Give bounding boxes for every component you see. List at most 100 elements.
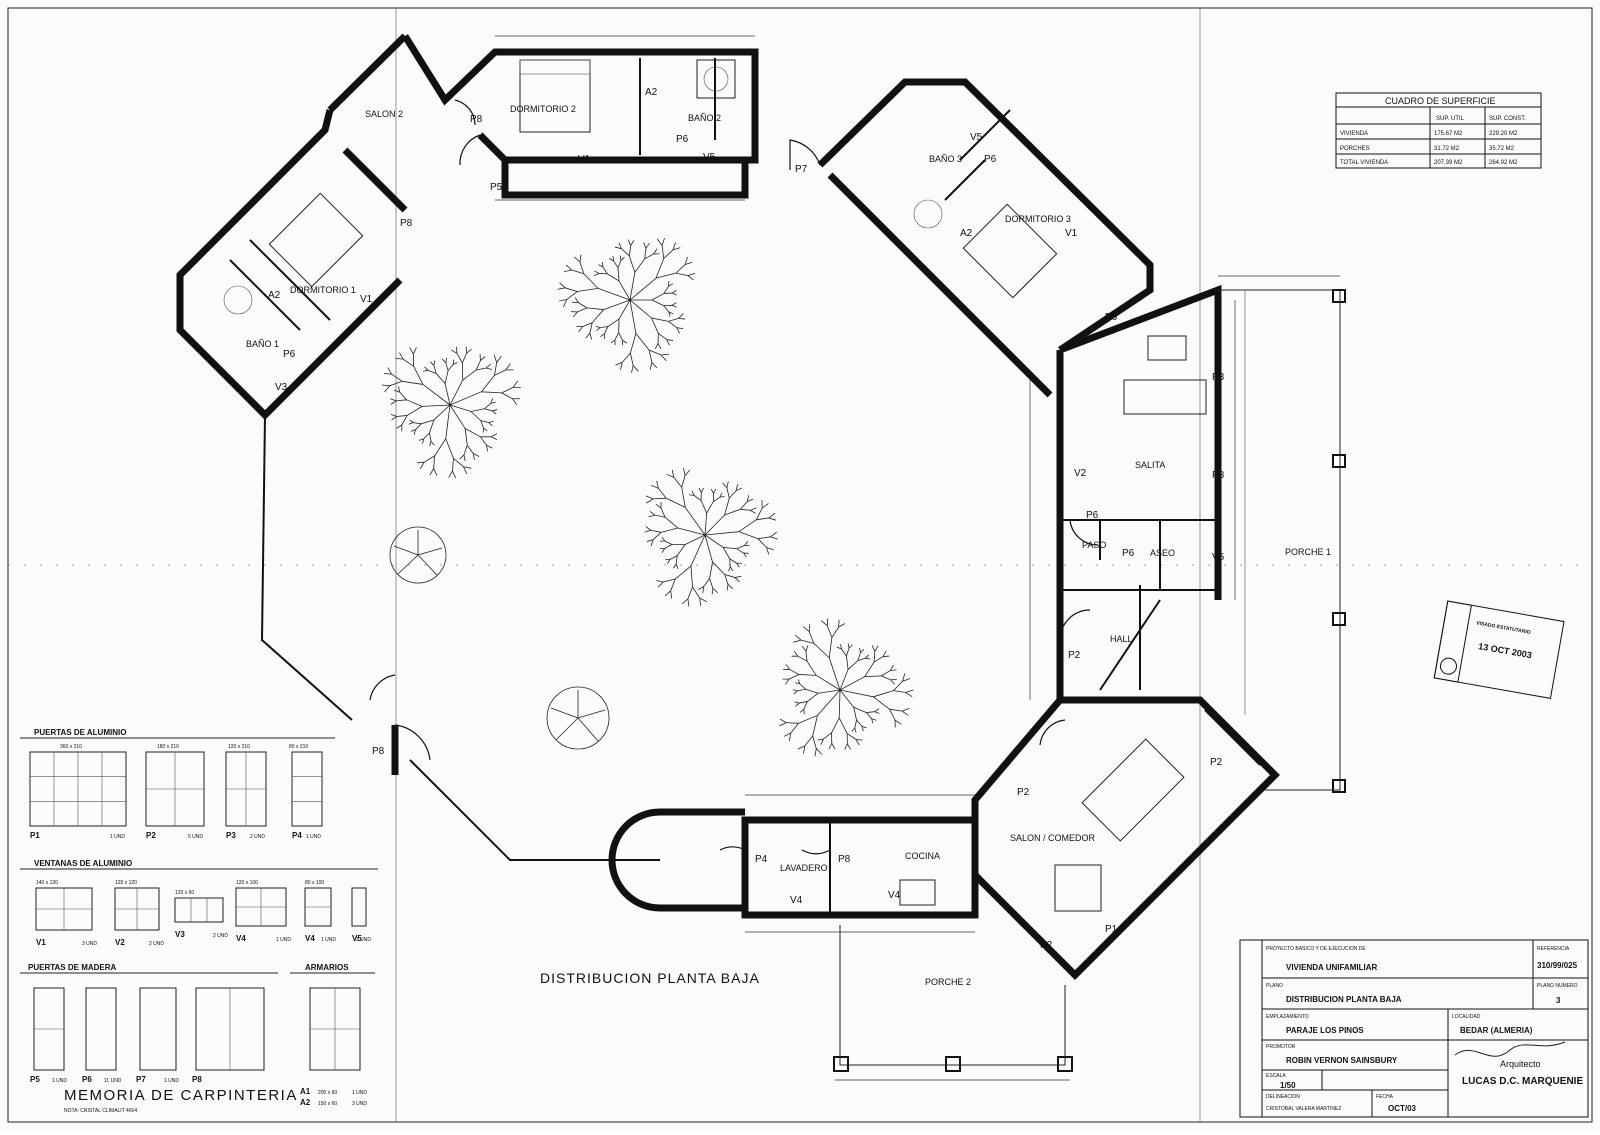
legend-code: V4 — [305, 934, 315, 943]
opening-code: A2 — [960, 228, 973, 239]
legend-size: 80 x 210 — [289, 744, 308, 750]
opening-code: V5 — [1212, 552, 1225, 563]
legend-code: P5 — [30, 1075, 40, 1084]
tb-plan: DISTRIBUCION PLANTA BAJA — [1286, 995, 1402, 1004]
room-label-salon-2: SALON 2 — [365, 109, 403, 119]
surface-table-cell: VIVIENDA — [1340, 131, 1368, 137]
legend-section-wardrobes: ARMARIOS — [305, 963, 349, 972]
legend-size: 180 x 210 — [157, 744, 179, 750]
legend-qty: 5 UND — [188, 834, 203, 840]
legend-code: V2 — [115, 938, 125, 947]
legend-qty: 11 UND — [104, 1078, 122, 1084]
opening-code: P3 — [1212, 372, 1225, 383]
legend-section-windows-aluminium: VENTANAS DE ALUMINIO — [34, 859, 132, 868]
legend-code: P3 — [226, 831, 236, 840]
opening-code: P2 — [1017, 787, 1030, 798]
legend-window-aluminium-glyph — [115, 888, 159, 930]
legend-door-aluminium-glyph — [30, 752, 126, 826]
legend-qty: 1 UND — [352, 1090, 367, 1096]
surface-table-cell: 35.72 M2 — [1489, 146, 1515, 152]
legend-size: 120 x 210 — [228, 744, 250, 750]
tb-plan-number: 3 — [1556, 996, 1561, 1005]
opening-code: V4 — [888, 890, 901, 901]
room-label-lavadero: LAVADERO — [780, 863, 828, 873]
legend-door-aluminium-glyph — [146, 752, 204, 826]
legend-size: 140 x 120 — [36, 880, 58, 886]
surface-table-cell: 264.92 M2 — [1489, 160, 1518, 166]
legend-door-wood-glyph — [86, 988, 116, 1070]
surface-table-cell: 31.72 M2 — [1434, 146, 1460, 152]
legend-size: 200 x 60 — [318, 1090, 337, 1096]
opening-code: V1 — [578, 154, 591, 165]
door-swings — [370, 100, 1098, 854]
surface-table-cell: TOTAL VIVIENDA — [1340, 160, 1388, 166]
legend-size: 360 x 210 — [60, 744, 82, 750]
room-label-porche-1: PORCHE 1 — [1285, 547, 1331, 557]
legend-code: P1 — [30, 831, 40, 840]
opening-code: V3 — [275, 382, 288, 393]
opening-code: V4 — [790, 895, 803, 906]
legend-qty: 1 UND — [306, 834, 321, 840]
legend-door-aluminium-glyph — [226, 752, 266, 826]
room-label-hall: HALL — [1110, 634, 1133, 644]
legend-qty: 2 UND — [213, 933, 228, 939]
tb-ref: 310/99/025 — [1537, 961, 1578, 970]
surface-table-cell: 207.39 M2 — [1434, 160, 1463, 166]
room-label-bano-1: BAÑO 1 — [246, 339, 279, 349]
room-label-salita: SALITA — [1135, 460, 1165, 470]
legend-code: P8 — [192, 1075, 202, 1084]
opening-code: V1 — [360, 294, 373, 305]
title-block: PROYECTO BASICO Y DE EJECUCION DE VIVIEN… — [1240, 940, 1588, 1117]
surface-table-cell: 229.20 M2 — [1489, 131, 1518, 137]
legend-code: V1 — [36, 938, 46, 947]
tb-label: PLANO — [1266, 983, 1283, 989]
room-label-dormitorio-1: DORMITORIO 1 — [290, 285, 356, 295]
tb-label: REFERENCIA — [1537, 946, 1570, 952]
tb-owner: ROBIN VERNON SAINSBURY — [1286, 1056, 1398, 1065]
tb-label: PROMOTOR — [1266, 1044, 1296, 1050]
shrub-symbol — [547, 687, 609, 749]
tree-symbol — [557, 238, 695, 373]
patio-trees — [382, 238, 913, 756]
surface-table-title: CUADRO DE SUPERFICIE — [1385, 96, 1496, 106]
opening-code: P8 — [838, 854, 851, 865]
opening-code: P8 — [372, 746, 385, 757]
tb-architect: LUCAS D.C. MARQUENIE — [1462, 1076, 1583, 1087]
legend-code: A2 — [300, 1098, 311, 1107]
opening-code: P8 — [400, 218, 413, 229]
tree-symbol — [382, 347, 521, 478]
opening-code: V2 — [1074, 468, 1087, 479]
surface-table-cell: PORCHES — [1340, 146, 1370, 152]
legend-size: 150 x 60 — [318, 1101, 337, 1107]
legend-size: 120 x 60 — [175, 890, 194, 896]
legend-door-wood-glyph — [140, 988, 176, 1070]
legend-code: P7 — [136, 1075, 146, 1084]
room-label-dormitorio-3: DORMITORIO 3 — [1005, 214, 1071, 224]
opening-code: P2 — [1210, 757, 1223, 768]
tb-label: DELINEACION — [1266, 1094, 1300, 1100]
shrub-symbol — [390, 527, 446, 583]
tb-label: Arquitecto — [1500, 1059, 1541, 1069]
tb-scale: 1/50 — [1280, 1081, 1296, 1090]
tree-symbol — [780, 618, 914, 756]
legend-window-aluminium-glyph — [352, 888, 366, 926]
surface-table-header: SUP. UTIL — [1436, 116, 1465, 122]
tb-label: ESCALA — [1266, 1073, 1286, 1079]
legend-window-aluminium-glyph — [236, 888, 286, 926]
tb-date: OCT/03 — [1388, 1104, 1417, 1113]
opening-code: P1 — [1105, 924, 1118, 935]
room-label-porche-2: PORCHE 2 — [925, 977, 971, 987]
surface-table-cell: 175.67 M2 — [1434, 131, 1463, 137]
legend-qty: 1 UND — [52, 1078, 67, 1084]
legend-code: P4 — [292, 831, 302, 840]
porch-columns — [834, 290, 1345, 1071]
opening-code: P3 — [1212, 470, 1225, 481]
legend-qty: 1 UND — [321, 937, 336, 943]
legend-window-aluminium-glyph — [36, 888, 92, 930]
carpentry-legend: PUERTAS DE ALUMINIO VENTANAS DE ALUMINIO… — [20, 728, 378, 1114]
opening-code: P6 — [283, 349, 296, 360]
legend-door-aluminium-glyph — [292, 752, 322, 826]
opening-code: P7 — [795, 164, 808, 175]
